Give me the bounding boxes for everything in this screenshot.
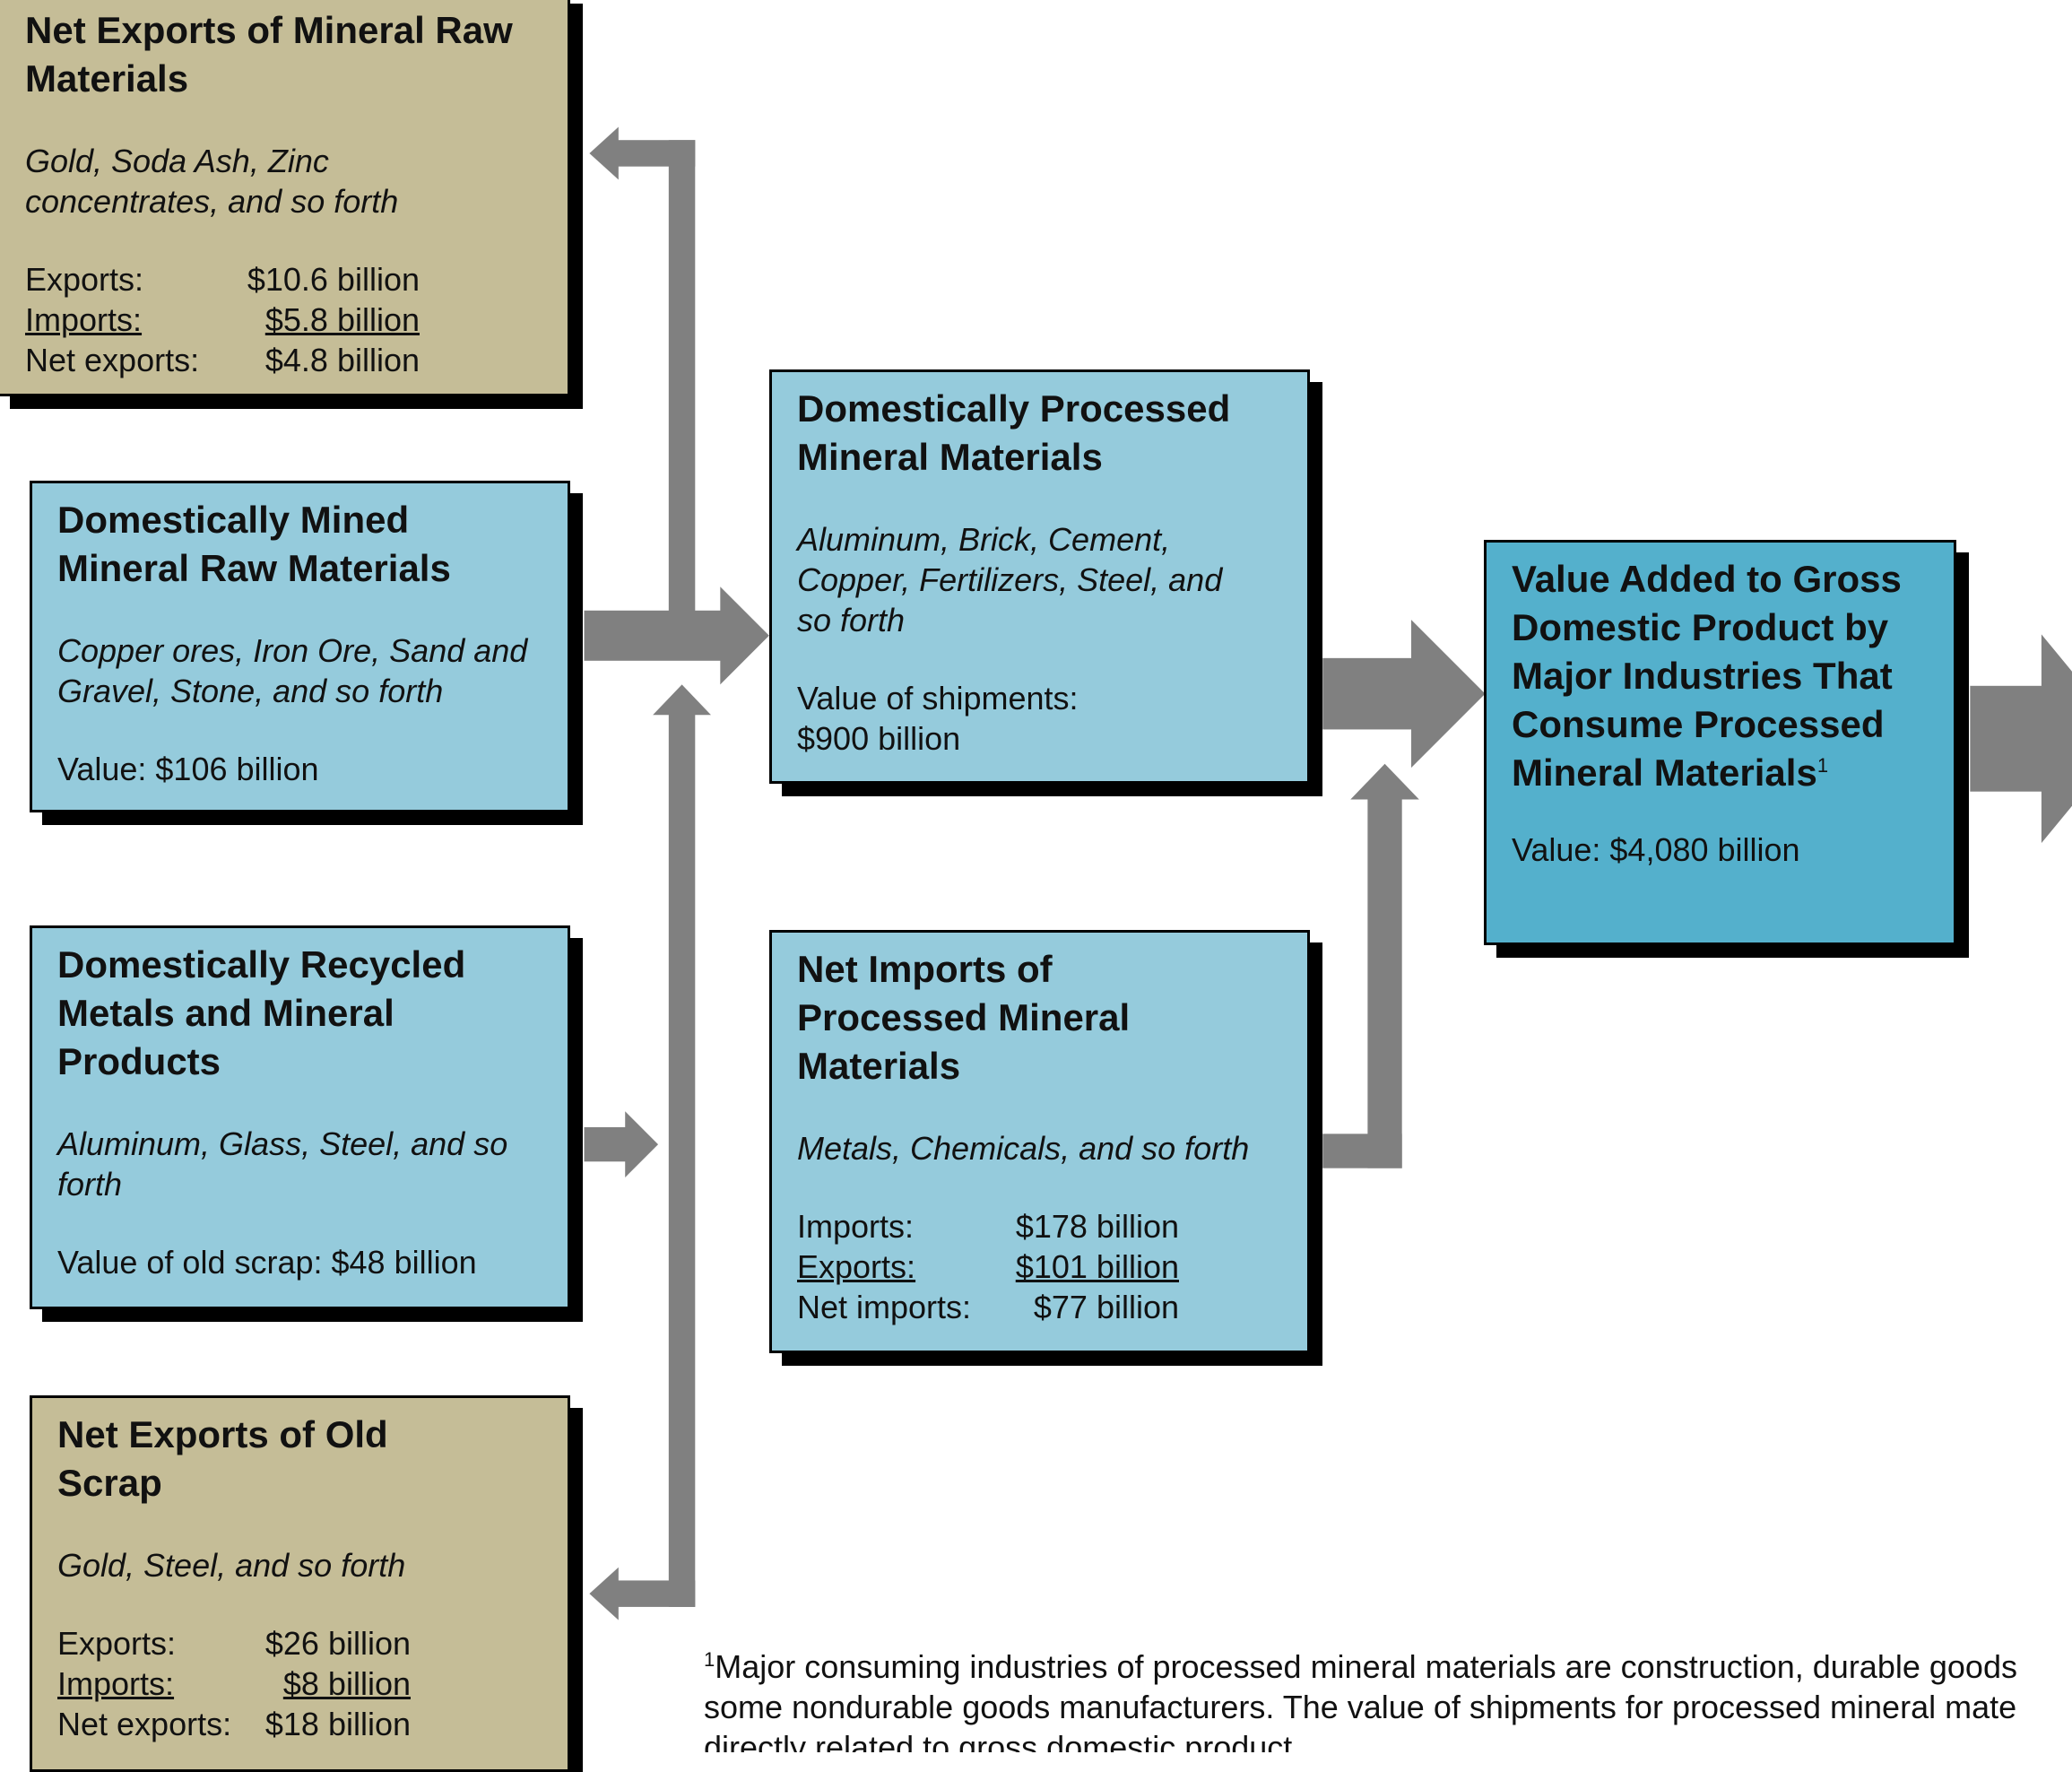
footnote-line-3: directly related to gross domestic produ… (704, 1729, 1302, 1752)
arrow-gdp-out-head (2041, 634, 2072, 844)
box-figures: Exports: $26 billion Imports: $8 billion… (57, 1623, 411, 1744)
arrow-imports-vertical (1367, 796, 1402, 1168)
footnote-line-2: some nondurable goods manufacturers. The… (704, 1689, 2017, 1725)
box-value-added-gdp: Value Added to Gross Domestic Product by… (1484, 540, 1956, 945)
box-domestic-processed: Domestically Processed Mineral Materials… (769, 369, 1310, 784)
box-title: Domestically Processed Mineral Materials (797, 387, 1231, 478)
arrow-head-raw-exports (589, 126, 619, 180)
arrow-branch-scrap-exports (615, 1580, 696, 1607)
figure-row: Exports: $101 billion (797, 1246, 1179, 1287)
box-description: Metals, Chemicals, and so forth (797, 1130, 1250, 1167)
figure-value: $26 billion (264, 1625, 411, 1662)
figure-row: Exports: $10.6 billion (25, 259, 420, 300)
figure-value: $77 billion (1033, 1289, 1179, 1325)
arrow-mined-to-processed-head (720, 586, 769, 685)
box-description: Aluminum, Brick, Cement, Copper, Fertili… (797, 521, 1223, 638)
figure-value: $178 billion (1015, 1208, 1179, 1245)
box-figures: Exports: $10.6 billion Imports: $5.8 bil… (25, 259, 420, 380)
figure-label: Net exports: (57, 1706, 232, 1742)
box-net-imports-processed: Net Imports of Processed Mineral Materia… (769, 930, 1310, 1353)
arrow-processed-to-gdp-shaft (1322, 657, 1416, 730)
figure-row: Imports: $5.8 billion (25, 300, 420, 340)
figure-label: Imports: (25, 301, 143, 338)
arrow-processed-to-gdp-head (1411, 620, 1486, 769)
arrow-trunk-upper (668, 140, 696, 616)
figure-value: $8 billion (282, 1665, 411, 1702)
box-title: Domestically Recycled Metals and Mineral… (57, 943, 466, 1082)
value-amount: $900 billion (797, 720, 961, 757)
box-domestic-recycled: Domestically Recycled Metals and Mineral… (30, 925, 570, 1309)
box-title: Domestically Mined Mineral Raw Materials (57, 499, 451, 589)
box-value: Value of shipments: $900 billion (797, 678, 1282, 759)
figure-value: $5.8 billion (264, 301, 420, 338)
box-title: Net Exports of Mineral Raw Materials (25, 9, 513, 100)
arrow-recycled-shaft (584, 1126, 629, 1162)
box-description: Gold, Steel, and so forth (57, 1547, 406, 1584)
box-description: Aluminum, Glass, Steel, and so forth (57, 1125, 508, 1203)
box-title: Value Added to Gross Domestic Product by… (1512, 555, 1929, 797)
figure-row: Net exports: $18 billion (57, 1704, 411, 1744)
box-net-exports-scrap: Net Exports of Old Scrap Gold, Steel, an… (30, 1395, 570, 1772)
arrow-branch-raw-exports (615, 140, 696, 167)
figure-row: Imports: $178 billion (797, 1206, 1179, 1246)
footnote-line-1: 1Major consuming industries of processed… (704, 1646, 2072, 1687)
footnote: 1Major consuming industries of processed… (704, 1646, 2072, 1752)
box-title-text: Value Added to Gross Domestic Product by… (1512, 558, 1902, 794)
arrow-gdp-out-shaft (1970, 685, 2050, 792)
box-title: Net Imports of Processed Mineral Materia… (797, 948, 1131, 1087)
figure-row: Imports: $8 billion (57, 1663, 411, 1704)
box-description: Copper ores, Iron Ore, Sand and Gravel, … (57, 632, 528, 709)
arrow-mined-to-processed-shaft (584, 610, 724, 661)
box-value: Value of old scrap: $48 billion (57, 1244, 477, 1281)
figure-row: Exports: $26 billion (57, 1623, 411, 1663)
box-title: Net Exports of Old Scrap (57, 1413, 388, 1504)
figure-label: Imports: (797, 1208, 915, 1245)
footnote-text: Major consuming industries of processed … (715, 1648, 2017, 1685)
figure-value: $18 billion (264, 1706, 411, 1742)
arrow-trunk-lower (668, 710, 696, 1607)
box-value: Value: $4,080 billion (1512, 831, 1800, 868)
figure-value: $10.6 billion (247, 261, 420, 298)
box-description: Gold, Soda Ash, Zinc concentrates, and s… (25, 143, 399, 220)
arrow-recycled-head (625, 1111, 659, 1177)
figure-row: Net imports: $77 billion (797, 1287, 1179, 1327)
box-net-exports-raw: Net Exports of Mineral Raw Materials Gol… (0, 0, 570, 396)
figure-value: $4.8 billion (264, 342, 420, 378)
box-domestic-mined: Domestically Mined Mineral Raw Materials… (30, 481, 570, 812)
box-value: Value: $106 billion (57, 751, 319, 787)
footnote-mark: 1 (1816, 754, 1829, 777)
figure-label: Imports: (57, 1665, 175, 1702)
arrow-trunk-lower-head (653, 684, 711, 716)
box-figures: Imports: $178 billion Exports: $101 bill… (797, 1206, 1179, 1327)
figure-label: Exports: (57, 1625, 177, 1662)
figure-label: Net exports: (25, 342, 200, 378)
arrow-imports-head (1350, 763, 1419, 800)
value-label: Value of shipments: (797, 680, 1079, 717)
figure-value: $101 billion (1015, 1248, 1179, 1285)
figure-label: Exports: (797, 1248, 916, 1285)
figure-label: Net imports: (797, 1289, 972, 1325)
figure-row: Net exports: $4.8 billion (25, 340, 420, 380)
figure-label: Exports: (25, 261, 144, 298)
footnote-mark: 1 (704, 1648, 715, 1671)
arrow-head-scrap-exports (589, 1567, 619, 1620)
